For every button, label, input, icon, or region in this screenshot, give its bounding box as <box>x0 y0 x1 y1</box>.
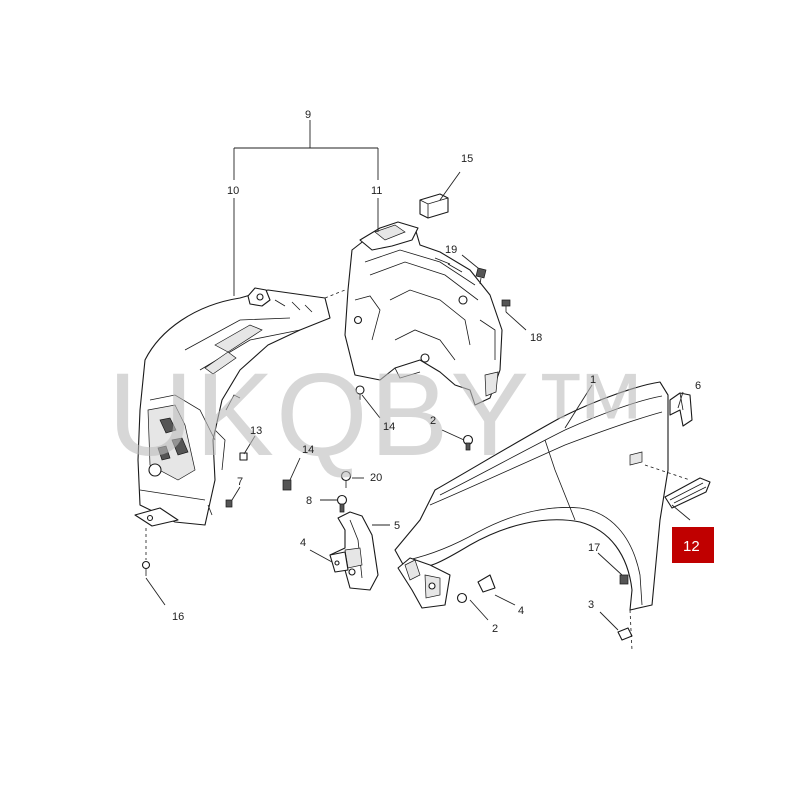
callout-13: 13 <box>250 425 262 437</box>
callout-10: 10 <box>227 185 239 197</box>
callout-12: 12 <box>683 538 700 555</box>
fasteners <box>141 267 633 641</box>
wheelhouse-liner-left <box>134 287 331 527</box>
callout-4-right: 4 <box>518 605 524 617</box>
callout-17: 17 <box>588 542 600 554</box>
watermark-text: UKQBY™ <box>108 349 651 481</box>
callout-1: 1 <box>590 374 596 386</box>
foam-pad <box>419 193 449 219</box>
callout-8: 8 <box>306 495 312 507</box>
fender-lower-bracket <box>397 557 496 609</box>
callout-2-lower: 2 <box>492 623 498 635</box>
callout-14-upper: 14 <box>383 421 395 433</box>
highlighted-callout-12: 12 <box>672 527 714 563</box>
fender-molding <box>664 477 711 509</box>
front-fender <box>394 381 669 611</box>
highlight-box <box>672 527 714 563</box>
callout-16: 16 <box>172 611 184 623</box>
wheelhouse-liner-right <box>344 221 503 406</box>
callout-2-upper: 2 <box>430 415 436 427</box>
fender-mounting-bracket <box>329 511 379 591</box>
callout-11: 11 <box>371 185 382 197</box>
callout-18: 18 <box>530 332 542 344</box>
callout-7: 7 <box>237 476 243 488</box>
leader-lines <box>145 120 691 651</box>
callout-14-lower: 14 <box>302 444 314 456</box>
callout-19: 19 <box>445 244 457 256</box>
callout-6: 6 <box>695 380 701 392</box>
callout-3: 3 <box>588 599 594 611</box>
callout-labels: 9 10 11 15 19 18 1 6 2 14 13 14 20 7 8 5… <box>172 109 701 635</box>
callout-5: 5 <box>394 520 400 532</box>
callout-4-left: 4 <box>300 537 306 549</box>
clip-bracket <box>669 392 693 427</box>
callout-20: 20 <box>370 472 382 484</box>
callout-15: 15 <box>461 153 473 165</box>
callout-9: 9 <box>305 109 311 121</box>
